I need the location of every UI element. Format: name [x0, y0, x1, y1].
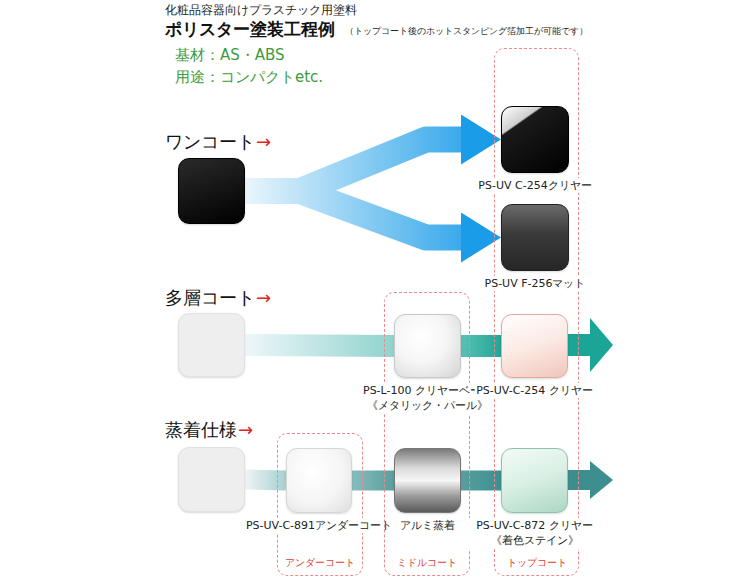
- color-swatch: アルミ蒸着: [394, 448, 461, 513]
- arrow-tail: [566, 318, 613, 499]
- color-swatch: PS-UV-C-872 クリヤー 《着色ステイン》: [501, 448, 568, 513]
- band: [566, 334, 592, 356]
- row-arrow: →: [256, 287, 271, 309]
- coat-column: トップコート PS-UV C-254クリヤー PS-UV F-256マット PS-UV…: [494, 48, 579, 576]
- process-band: [461, 335, 501, 357]
- arrowhead: [590, 318, 613, 372]
- swatch-caption: PS-UV-C-254 クリヤー: [476, 383, 593, 398]
- swatch-caption: アルミ蒸着: [400, 518, 455, 533]
- process-band: [245, 191, 461, 238]
- column-label-holder: ミドルコート: [385, 556, 469, 570]
- color-swatch: PS-UV F-256マット: [501, 204, 569, 271]
- color-swatch: [178, 158, 245, 224]
- coat-column: ミドルコートPS-L-100 クリヤーベース 《メタリック・パール》アルミ蒸着: [384, 292, 470, 576]
- subtitle: 化粧品容器向けプラスチック用塗料: [165, 3, 357, 17]
- column-label: アンダーコート: [284, 557, 356, 568]
- coat-column: アンダーコート PS-UV-C-891アンダーコート: [277, 433, 363, 576]
- color-swatch: PS-UV C-254クリヤー: [501, 106, 569, 173]
- row-arrow: →: [238, 419, 253, 441]
- row-label: 多層コート: [165, 287, 255, 309]
- swatch-caption: PS-UV-C-872 クリヤー 《着色ステイン》: [469, 518, 601, 549]
- process-band: [461, 471, 501, 491]
- caption-holder: PS-UV-C-254 クリヤー: [474, 383, 595, 398]
- spec-text: 基材：AS・ABS: [175, 46, 285, 64]
- row-label: 蒸着仕様: [165, 419, 237, 441]
- process-band: [245, 480, 286, 481]
- note: （トップコート後のホットスタンピング箔加工が可能です）: [345, 26, 588, 37]
- title: ポリスター塗装工程例: [165, 19, 335, 39]
- caption-holder: PS-UV-C-891アンダーコート: [244, 518, 394, 533]
- column-label-holder: トップコート: [495, 556, 578, 570]
- swatch-caption: PS-UV C-254クリヤー: [478, 178, 591, 193]
- color-swatch: PS-UV-C-891アンダーコート: [286, 448, 352, 513]
- column-label-holder: アンダーコート: [278, 556, 362, 570]
- swatch-caption: PS-UV-C-891アンダーコート: [246, 518, 392, 533]
- arrowhead: [590, 461, 613, 499]
- caption-holder: PS-UV-C-872 クリヤー 《着色ステイン》: [467, 518, 603, 549]
- color-swatch: [178, 447, 245, 512]
- row-arrow: →: [256, 131, 271, 153]
- caption-holder: アルミ蒸着: [398, 518, 457, 533]
- color-swatch: PS-L-100 クリヤーベース 《メタリック・パール》: [394, 314, 461, 378]
- column-label: トップコート: [506, 557, 568, 568]
- spec-text: 用途：コンパクトetc.: [175, 68, 323, 86]
- process-band: [352, 471, 394, 491]
- column-label: ミドルコート: [396, 557, 458, 568]
- row-label: ワンコート: [165, 131, 255, 153]
- band: [566, 470, 592, 490]
- caption-holder: PS-UV C-254クリヤー: [476, 178, 593, 193]
- caption-holder: PS-UV F-256マット: [483, 276, 588, 291]
- process-band: [245, 345, 394, 346]
- color-swatch: [178, 313, 245, 377]
- swatch-caption: PS-UV F-256マット: [485, 276, 586, 291]
- color-swatch: PS-UV-C-254 クリヤー: [501, 314, 568, 378]
